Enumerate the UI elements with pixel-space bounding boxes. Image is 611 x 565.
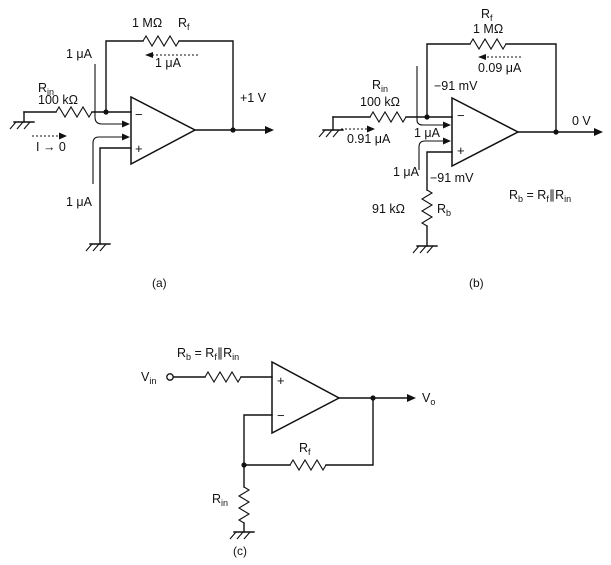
opamp-b-plus: + xyxy=(457,143,465,158)
ground-c xyxy=(229,531,255,540)
caption-a: (a) xyxy=(152,276,167,290)
rf-b-name: Rf xyxy=(481,7,493,23)
rf-c-label: Rf xyxy=(299,441,311,457)
i-input-b: 0.91 μA xyxy=(347,132,391,146)
opamp-a-plus: + xyxy=(135,141,143,156)
opamp-a-minus: − xyxy=(135,107,143,122)
circuit-c: + − Rb = Rf∥Rin Vin Vo Rf Rin (c) xyxy=(141,346,435,558)
rin-c-resistor xyxy=(237,486,251,524)
rf-a-value: 1 MΩ xyxy=(132,16,162,30)
rin-a-resistor xyxy=(55,105,93,119)
node-b-output xyxy=(553,129,559,135)
v-noninverting-b: −91 mV xyxy=(430,171,474,185)
i-inverting-b: 1 μA xyxy=(414,126,441,140)
rf-a-name: Rf xyxy=(178,16,190,32)
i-input-a: I → 0 xyxy=(36,140,66,154)
rb-b-resistor xyxy=(420,189,434,227)
ground-b-input xyxy=(318,116,344,138)
rf-b-resistor xyxy=(469,37,507,51)
circuit-a: − + 1 xyxy=(9,16,274,290)
rb-b-value: 91 kΩ xyxy=(372,202,405,216)
rin-a-name: Rin xyxy=(38,81,54,97)
ground-a-noninv xyxy=(85,243,111,252)
output-a-voltage: +1 V xyxy=(240,91,267,105)
output-b-voltage: 0 V xyxy=(572,114,591,128)
vin-c-label: Vin xyxy=(141,370,156,386)
i-feedback-b: 0.09 μA xyxy=(478,61,522,75)
rb-b-name: Rb xyxy=(437,202,451,218)
i-noninverting-b: 1 μA xyxy=(393,165,420,179)
i-feedback-a: 1 μA xyxy=(155,56,182,70)
rb-c-formula: Rb = Rf∥Rin xyxy=(177,346,239,362)
rin-b-resistor xyxy=(369,110,407,124)
node-c-output xyxy=(370,395,376,401)
opamp-c-plus: + xyxy=(277,373,285,388)
i-inverting-a: 1 μA xyxy=(66,47,93,61)
formula-b: Rb = Rf∥Rin xyxy=(509,188,571,204)
opamp-b xyxy=(451,96,520,168)
vo-c-label: Vo xyxy=(422,391,435,407)
opamp-c xyxy=(271,360,341,435)
i-noninverting-a: 1 μA xyxy=(66,195,93,209)
caption-c: (c) xyxy=(233,544,247,558)
rf-b-value: 1 MΩ xyxy=(473,22,503,36)
rin-b-name: Rin xyxy=(372,78,388,94)
rf-a-resistor xyxy=(142,34,180,48)
circuit-b: − + xyxy=(318,7,603,290)
caption-b: (b) xyxy=(469,276,484,290)
rb-c-resistor xyxy=(204,370,242,384)
rin-c-label: Rin xyxy=(212,492,228,508)
ground-b-noninv xyxy=(412,245,438,254)
v-inverting-b: −91 mV xyxy=(434,79,478,93)
vin-c-terminal[interactable] xyxy=(166,373,174,381)
rin-a-value: 100 kΩ xyxy=(38,93,78,107)
node-a-output xyxy=(230,127,236,133)
opamp-c-minus: − xyxy=(277,408,285,423)
ground-a-input xyxy=(9,111,35,130)
rf-c-resistor xyxy=(289,458,327,472)
rin-b-value: 100 kΩ xyxy=(360,95,400,109)
opamp-b-minus: − xyxy=(457,108,465,123)
opamp-a xyxy=(130,95,197,166)
